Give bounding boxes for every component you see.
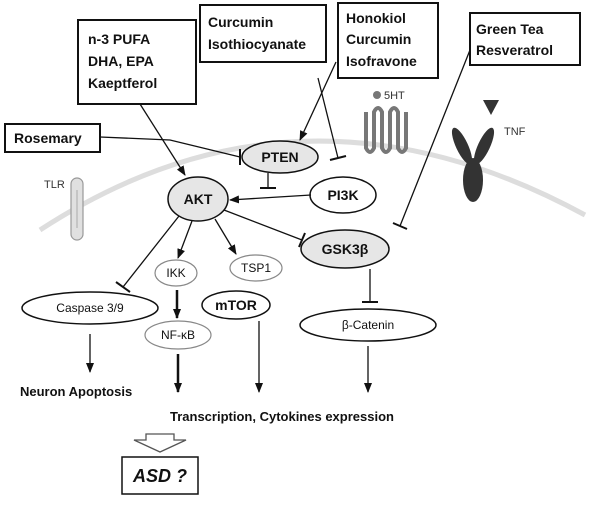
curcumin-to-pten-arrow xyxy=(299,61,337,141)
ikk-node xyxy=(154,259,198,287)
akt-inhibits-caspase xyxy=(115,215,180,293)
green-tea-line-2: Resveratrol xyxy=(476,42,553,58)
mtor-node xyxy=(201,290,271,320)
rosemary-inhibits-pten xyxy=(99,136,241,165)
mtor-label: mTOR xyxy=(215,297,257,313)
pufa-line-3: Kaeptferol xyxy=(88,75,157,91)
akt-inhibits-gsk3b xyxy=(223,209,306,248)
tnf-ligand-icon xyxy=(483,100,499,115)
honokiol-line-2: Curcumin xyxy=(346,31,411,47)
asd-label: ASD ? xyxy=(132,466,187,486)
honokiol-line-1: Honokiol xyxy=(346,10,406,26)
neuron-apoptosis-label: Neuron Apoptosis xyxy=(20,384,132,399)
pten-label: PTEN xyxy=(261,149,298,165)
caspase-label: Caspase 3/9 xyxy=(56,301,124,315)
pufa-line-1: n-3 PUFA xyxy=(88,31,150,47)
bcatenin-node xyxy=(299,308,437,342)
5ht-receptor-icon xyxy=(364,106,408,154)
transcription-label: Transcription, Cytokines expression xyxy=(170,409,394,424)
tlr-receptor-icon xyxy=(70,177,84,241)
curcumin-isothiocyanate-box xyxy=(199,4,327,63)
5ht-label: 5HT xyxy=(384,90,405,102)
pten-inhibits-akt xyxy=(260,173,276,189)
akt-to-ikk-arrow xyxy=(177,220,193,259)
curcumin-iso-line-1: Curcumin xyxy=(208,14,273,30)
tsp1-node xyxy=(229,254,283,282)
green-tea-box xyxy=(469,12,581,66)
5ht-ligand-icon xyxy=(373,91,381,99)
nfkb-node xyxy=(144,320,212,350)
tnf-label: TNF xyxy=(504,126,526,138)
caspase-node xyxy=(21,291,159,325)
pi3k-to-akt-arrow xyxy=(229,194,312,204)
tsp1-label: TSP1 xyxy=(241,261,271,275)
gsk3b-node xyxy=(300,229,390,269)
down-arrow-icon xyxy=(133,433,187,453)
greentea-inhibits-gsk3b xyxy=(392,49,471,230)
gsk3b-inhibits-bcatenin xyxy=(362,269,378,303)
bcatenin-label: β-Catenin xyxy=(342,318,394,332)
curcumin-iso-line-2: Isothiocyanate xyxy=(208,36,306,52)
pi3k-label: PI3K xyxy=(327,187,358,203)
tlr-label: TLR xyxy=(44,179,65,191)
nfkb-label: NF-κB xyxy=(161,328,195,342)
cell-membrane xyxy=(38,138,587,233)
honokiol-line-3: Isofravone xyxy=(346,53,417,69)
pten-node xyxy=(241,140,319,174)
honokiol-inhibits-pi3k xyxy=(317,77,347,161)
rosemary-box xyxy=(4,123,101,153)
akt-label: AKT xyxy=(184,191,213,207)
green-tea-line-1: Green Tea xyxy=(476,21,544,37)
akt-node xyxy=(167,176,229,222)
akt-to-tsp1-arrow xyxy=(214,218,237,255)
gsk3b-label: GSK3β xyxy=(322,241,369,257)
tnf-receptor-icon xyxy=(451,127,495,202)
asd-box xyxy=(121,456,199,495)
pufa-box xyxy=(77,19,197,105)
honokiol-box xyxy=(337,2,439,79)
pufa-line-2: DHA, EPA xyxy=(88,53,154,69)
ikk-label: IKK xyxy=(166,266,185,280)
rosemary-label: Rosemary xyxy=(14,130,82,146)
